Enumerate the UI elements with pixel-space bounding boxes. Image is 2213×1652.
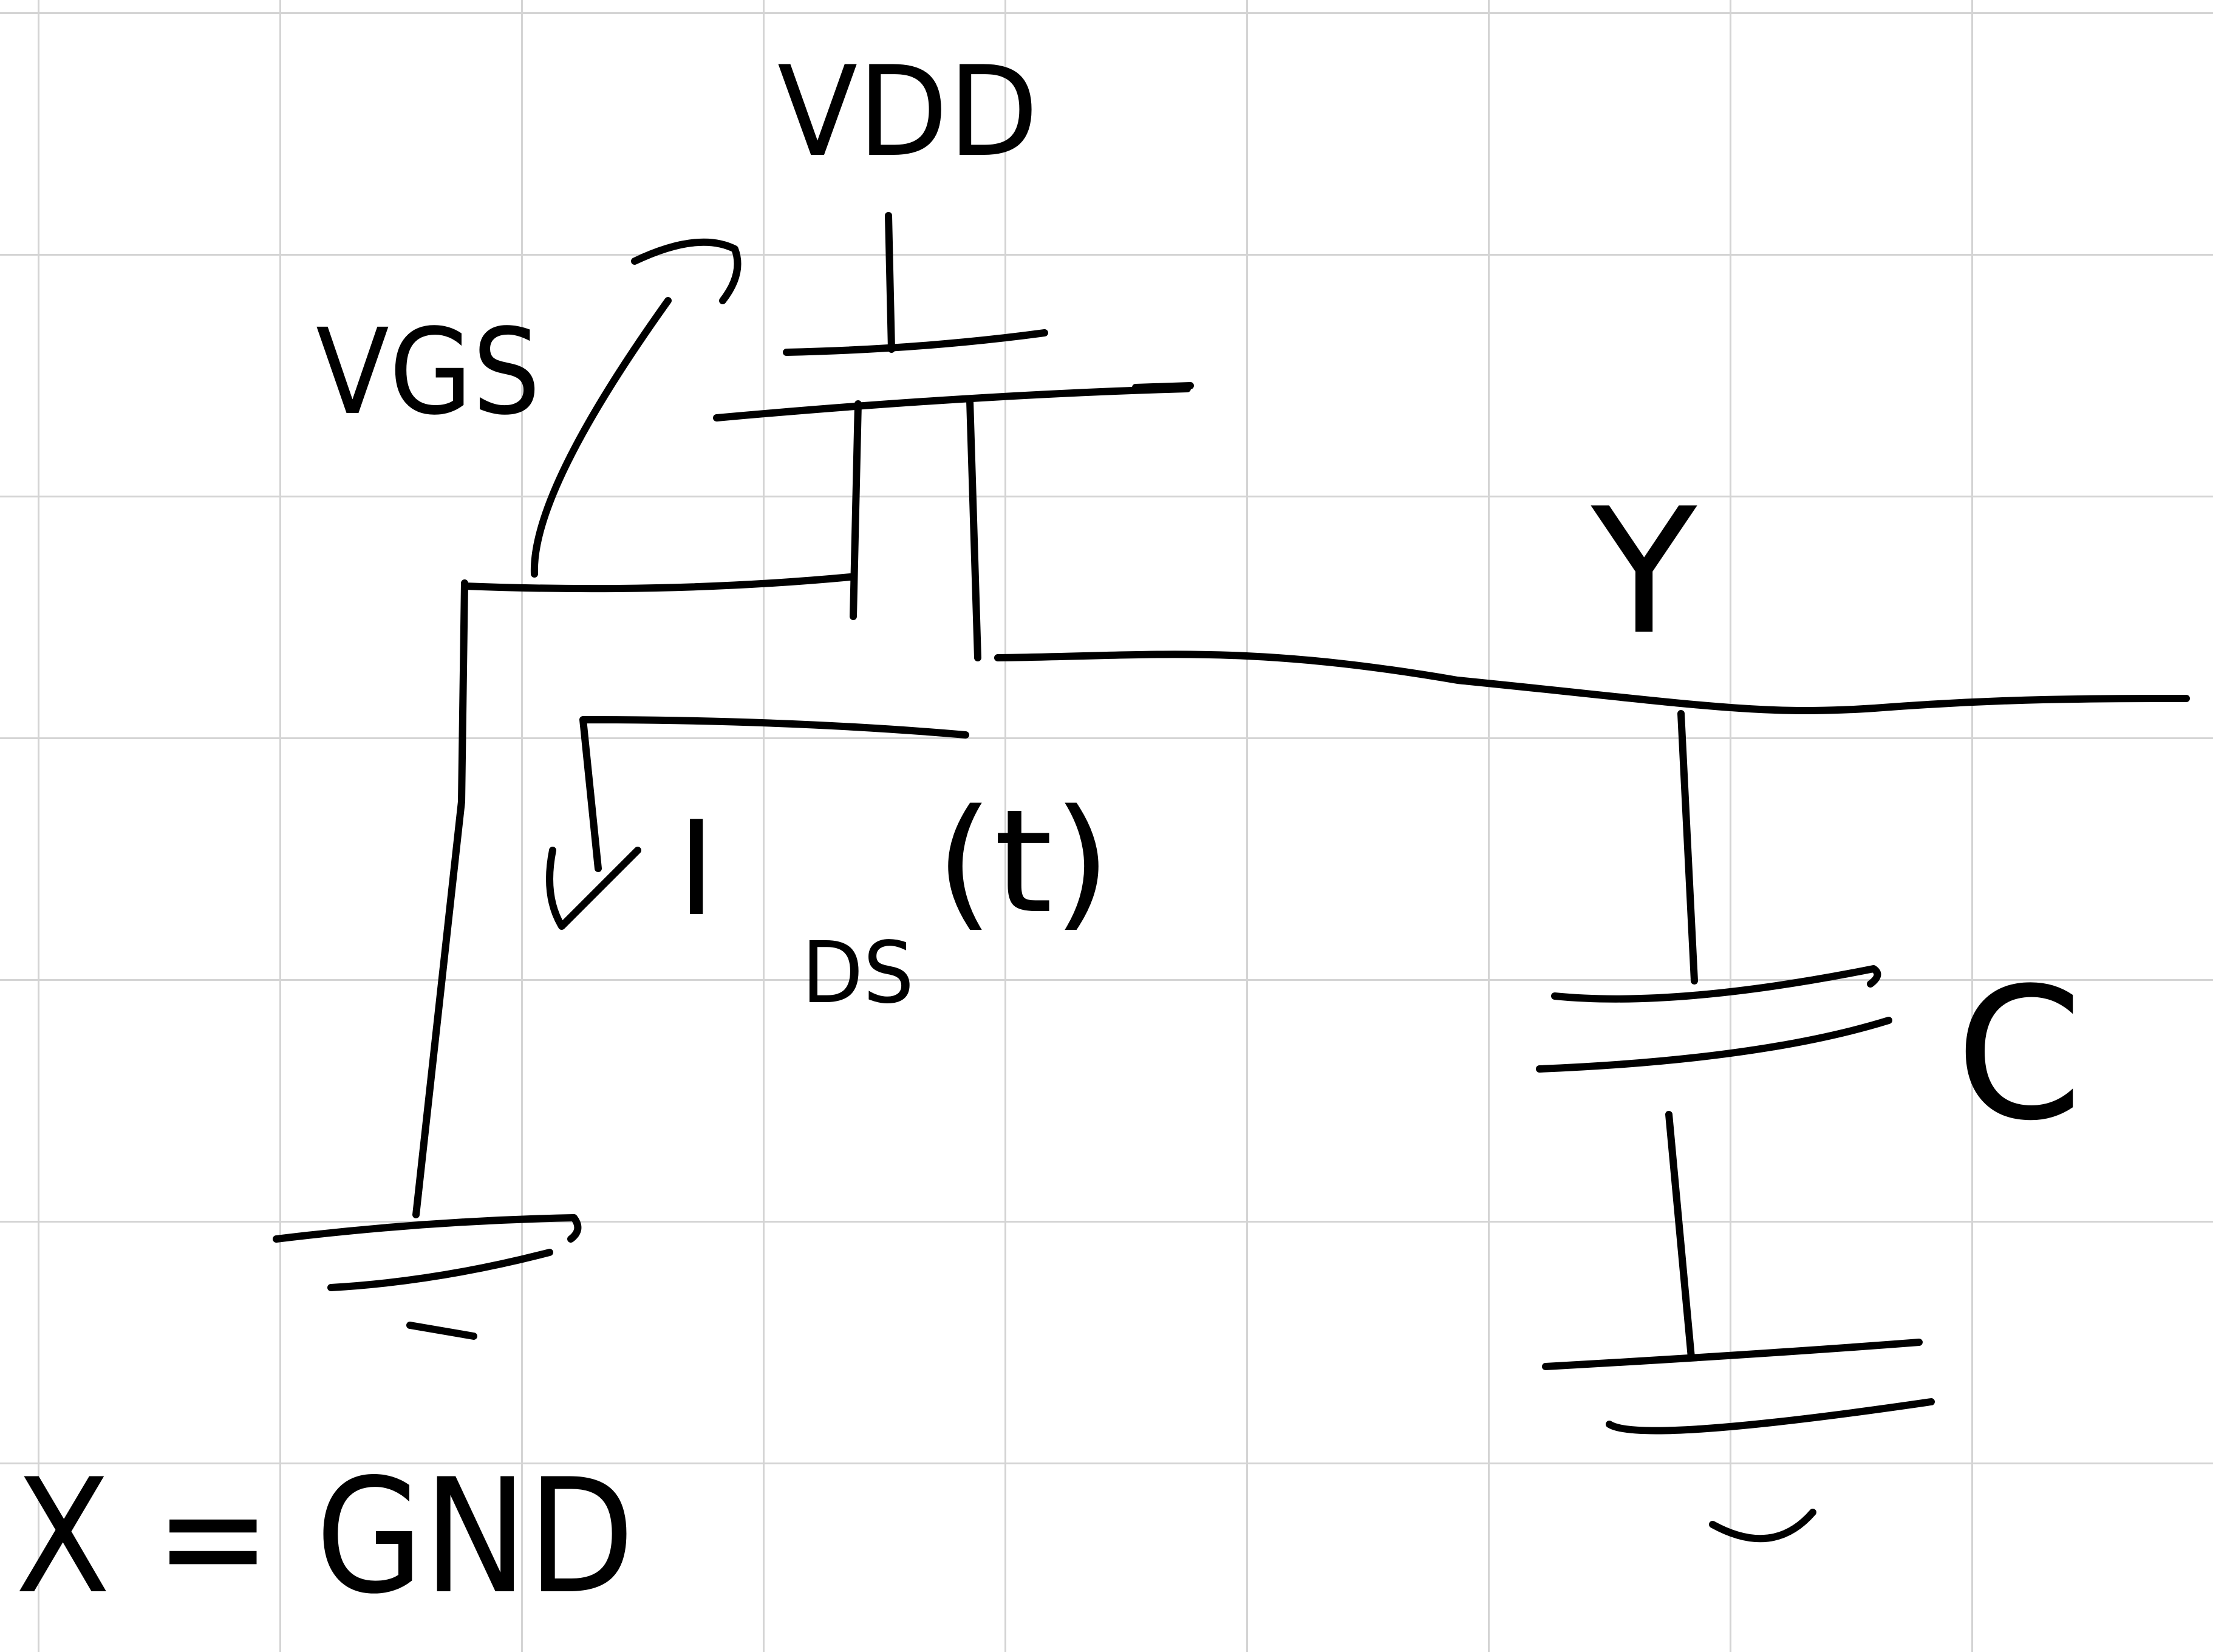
node-y-label: Y — [1589, 471, 1700, 673]
vdd-label: VDD — [777, 40, 1038, 185]
vdd-supply — [783, 212, 1048, 356]
source-horizontal-wire — [461, 573, 854, 593]
transistor-gate-tail — [1132, 382, 1194, 391]
ground-left-bar-1 — [273, 1214, 582, 1243]
ground-right-bar-2 — [1606, 1398, 1935, 1435]
ground-right-bar-1 — [1542, 1339, 1923, 1370]
transistor-right-terminal — [966, 397, 981, 661]
ground-right-bar-3 — [1709, 1509, 1816, 1543]
capacitor-bottom-lead — [1665, 1111, 1695, 1361]
ids-label-main: I — [677, 793, 715, 945]
vgs-label: VGS — [316, 303, 540, 441]
ground-symbol-right — [1542, 1339, 1935, 1543]
node-x-ground-label: X = GND — [15, 1445, 635, 1629]
ground-symbol-left — [273, 1214, 582, 1340]
transistor-gate-plate — [713, 385, 1191, 422]
ids-arrow — [546, 716, 969, 930]
source-vertical-wire — [412, 579, 468, 1218]
source-wire — [412, 573, 854, 1218]
capacitor — [1536, 710, 1892, 1361]
vgs-arrow-line — [530, 297, 672, 578]
output-wire — [994, 650, 2190, 714]
capacitor-top-lead — [1677, 710, 1698, 985]
ground-left-bar-2 — [327, 1249, 553, 1291]
ids-arrow-head — [546, 847, 641, 930]
ground-left-bar-3 — [406, 1322, 477, 1340]
mosfet-transistor — [713, 382, 1194, 661]
ids-label-subscript: DS — [802, 924, 914, 1023]
capacitor-top-plate — [1551, 965, 1881, 1003]
vgs-arrow-head — [631, 238, 742, 304]
ids-label-argument: (t) — [935, 779, 1111, 945]
vgs-arrow — [530, 238, 742, 578]
output-horizontal-wire — [994, 650, 2190, 714]
capacitor-label: C — [1956, 949, 2082, 1161]
ids-arrow-line — [579, 716, 969, 872]
capacitor-bottom-plate — [1536, 1017, 1892, 1073]
vdd-bar — [783, 329, 1048, 356]
transistor-left-terminal — [850, 400, 862, 620]
vdd-stem — [885, 212, 895, 353]
